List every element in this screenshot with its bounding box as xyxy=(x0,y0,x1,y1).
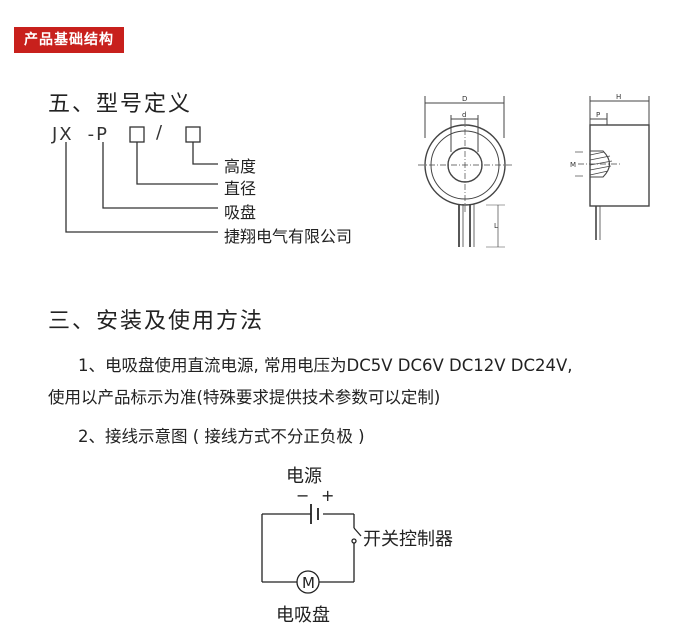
model-code: JX-P xyxy=(52,124,109,145)
leader-sucker xyxy=(102,142,218,209)
motor-symbol: M xyxy=(302,574,315,592)
dim-H: H xyxy=(616,93,621,101)
minus-sign: − xyxy=(296,486,310,505)
switch-blade xyxy=(353,527,362,537)
switch-label: 开关控制器 xyxy=(363,529,453,550)
leader-company xyxy=(65,142,218,233)
install-heading: 三、安装及使用方法 xyxy=(48,309,265,334)
leader-height xyxy=(192,142,218,165)
label-sucker: 吸盘 xyxy=(224,203,257,222)
dim-D: D xyxy=(462,95,467,103)
side-body xyxy=(589,124,650,207)
sucker-label: 电吸盘 xyxy=(276,605,330,626)
plus-sign: + xyxy=(321,486,335,505)
switch-contact xyxy=(351,538,357,544)
model-heading: 五、型号定义 xyxy=(48,92,193,117)
code-prefix: JX xyxy=(52,124,74,145)
motor-circle xyxy=(296,570,320,594)
code-dash: - xyxy=(87,124,97,145)
section-tag: 产品基础结构 xyxy=(14,27,124,53)
power-label: 电源 xyxy=(286,466,322,487)
label-diameter: 直径 xyxy=(224,179,257,198)
install-line-2: 使用以产品标示为准(特殊要求提供技术参数可以定制) xyxy=(48,388,441,407)
dim-L: L xyxy=(494,222,498,230)
front-outer-circle xyxy=(424,124,506,206)
dim-M: M xyxy=(570,161,576,169)
label-company: 捷翔电气有限公司 xyxy=(224,227,353,246)
code-p: P xyxy=(96,124,109,145)
dim-P: P xyxy=(596,111,600,119)
leader-diameter xyxy=(136,142,218,185)
install-line-1: 1、电吸盘使用直流电源, 常用电压为DC5V DC6V DC12V DC24V, xyxy=(78,356,573,375)
code-slash: / xyxy=(156,122,165,143)
label-height: 高度 xyxy=(224,157,257,176)
install-line-3: 2、接线示意图 ( 接线方式不分正负极 ) xyxy=(78,427,365,446)
dim-d: d xyxy=(462,111,466,119)
